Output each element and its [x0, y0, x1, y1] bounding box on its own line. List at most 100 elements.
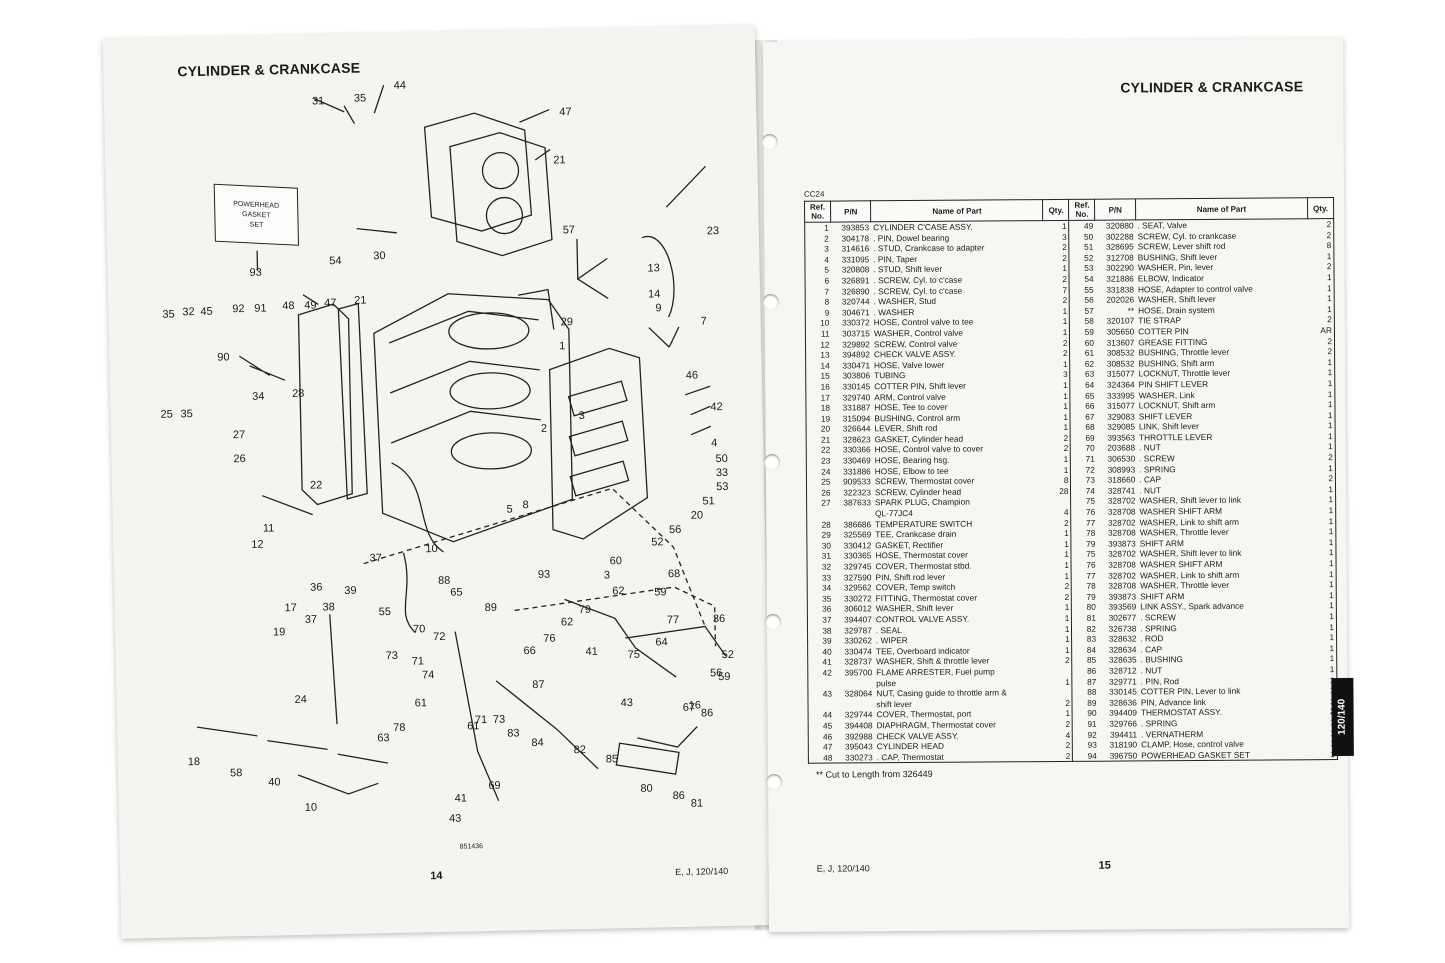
cell-ref: 31	[806, 550, 834, 562]
cell-ref: 8	[805, 296, 832, 308]
cell-qty: 2	[1046, 750, 1073, 762]
cell-qty: 3	[1044, 369, 1071, 380]
cell-ref: 45	[808, 720, 835, 732]
callout-48: 48	[282, 299, 295, 313]
cell-ref: 63	[1070, 369, 1097, 380]
callout-60: 60	[609, 555, 623, 568]
callout-43: 43	[448, 812, 462, 825]
cell-qty: 1	[1045, 623, 1073, 635]
cell-ref: 75	[1071, 496, 1098, 507]
cell-qty: 1	[1309, 515, 1336, 527]
callout-31: 31	[311, 95, 325, 108]
callout-74: 74	[421, 669, 435, 682]
callout-62: 62	[560, 616, 574, 629]
cell-qty: 7	[1043, 284, 1070, 296]
length-note: ** Cut to Length from 326449	[815, 768, 933, 780]
cell-ref: 42	[807, 667, 834, 679]
cell-qty: 1	[1045, 570, 1072, 582]
cell-ref: 64	[1070, 379, 1097, 391]
cell-ref: 84	[1072, 644, 1099, 656]
cell-qty: 2	[1045, 591, 1072, 603]
cell-pn: 330412	[843, 540, 872, 551]
cell-qty: 1	[1043, 305, 1070, 317]
cell-pn: 326890	[841, 285, 870, 297]
header-pn-left: P/N	[830, 200, 872, 223]
cell-pn: 333995	[1106, 389, 1135, 401]
cell-qty: 1	[1044, 379, 1071, 391]
cell-ref	[807, 699, 835, 711]
right-page: CYLINDER & CRANKCASE CC24 Ref. No. P/N N…	[761, 37, 1354, 933]
cell-pn: 302290	[1106, 262, 1134, 274]
crankcase-block	[373, 293, 574, 543]
binder-hole	[764, 613, 782, 631]
cell-ref: 25	[806, 476, 833, 488]
callout-87: 87	[532, 678, 545, 692]
cell-ref: 58	[1069, 316, 1096, 327]
cell-pn: 909533	[843, 476, 871, 487]
cell-pn: 330273	[834, 751, 875, 764]
cell-qty: 2	[1043, 295, 1070, 306]
cell-ref: 77	[1071, 570, 1098, 582]
cell-qty: AR	[1308, 324, 1335, 336]
header-qty-left: Qty.	[1042, 199, 1070, 221]
callout-68: 68	[667, 567, 681, 581]
cell-pn: 328708	[1107, 527, 1136, 538]
cell-ref: 34	[807, 582, 834, 594]
cell-pn: 328741	[1107, 485, 1136, 496]
callout-3: 3	[603, 569, 611, 582]
cell-ref: 21	[806, 434, 833, 446]
callout-27: 27	[232, 429, 246, 442]
cell-pn: 308532	[1106, 358, 1135, 369]
cell-ref: 92	[1072, 729, 1099, 740]
cell-qty: 1	[1310, 568, 1337, 580]
cell-ref: 16	[805, 381, 832, 393]
cell-ref: 9	[805, 307, 832, 319]
cell-ref: 7	[805, 286, 832, 297]
callout-80: 80	[640, 782, 653, 795]
cell-pn: 328702	[1107, 495, 1136, 507]
callout-47: 47	[559, 106, 572, 119]
header-name-right: Name of Part	[1135, 197, 1308, 220]
cell-pn: 330372	[842, 317, 870, 328]
cell-ref	[806, 508, 833, 520]
parts-list: CC24 Ref. No. P/N Name of Part Qty. Ref.…	[804, 186, 1338, 764]
left-page: CYLINDER & CRANKCASE	[102, 25, 774, 939]
callout-41: 41	[585, 645, 598, 658]
cell-pn: 394407	[844, 614, 872, 625]
cell-pn: 202026	[1106, 294, 1135, 305]
callout-63: 63	[377, 732, 390, 745]
callout-73: 73	[385, 649, 399, 663]
cell-qty: 1	[1043, 263, 1070, 275]
cell-qty: 2	[1045, 517, 1072, 529]
cell-pn: 330145	[842, 381, 871, 392]
parts-table: Ref. No. P/N Name of Part Qty. Ref. No. …	[804, 197, 1338, 764]
cell-qty: 1	[1045, 538, 1072, 550]
cell-pn: 328635	[1108, 654, 1137, 665]
callout-86: 86	[700, 707, 714, 720]
callout-61: 61	[414, 697, 428, 710]
callout-77: 77	[666, 613, 680, 627]
cell-qty: 2	[1046, 655, 1073, 667]
cell-pn: 325569	[843, 529, 872, 540]
cell-pn: 329766	[1109, 718, 1138, 729]
callout-7: 7	[700, 315, 707, 328]
cell-qty: 1	[1308, 356, 1335, 368]
header-ref-left: Ref. No.	[804, 201, 831, 223]
cell-ref: 55	[1069, 284, 1096, 296]
callout-36: 36	[310, 581, 323, 594]
cell-pn: 329083	[1107, 411, 1135, 422]
cell-pn: 304671	[841, 307, 870, 318]
cell-pn: **	[1127, 305, 1135, 316]
cell-pn: 312708	[1106, 252, 1134, 263]
cell-ref: 40	[807, 646, 834, 658]
cell-ref: 78	[1071, 580, 1098, 592]
cell-pn: 305650	[1106, 326, 1135, 337]
callout-45: 45	[200, 305, 213, 318]
cell-pn: 329562	[843, 582, 872, 593]
cell-ref: 79	[1071, 538, 1098, 550]
callout-19: 19	[272, 626, 286, 639]
header-pn-right: P/N	[1094, 198, 1136, 221]
cell-pn: 324364	[1106, 379, 1135, 390]
callout-69: 69	[488, 779, 501, 793]
cell-pn: 328702	[1107, 517, 1136, 528]
